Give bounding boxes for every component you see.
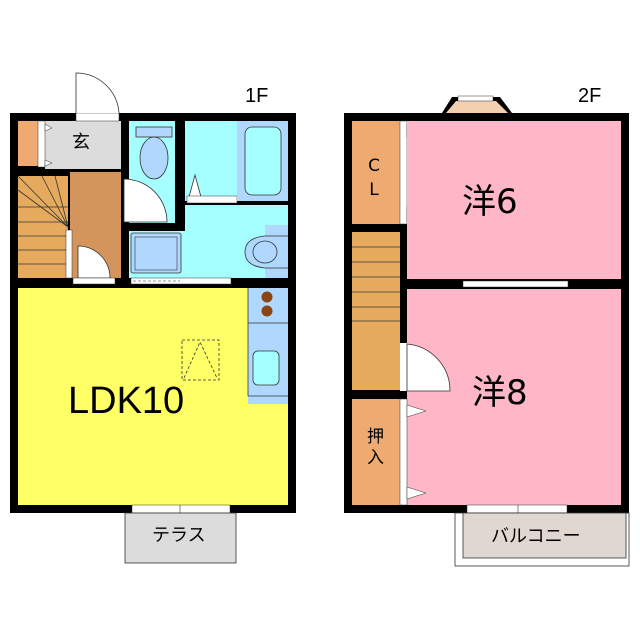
bay-window (446, 101, 508, 113)
laundry-sliding-door[interactable] (130, 277, 232, 285)
room-western-6 (407, 121, 621, 279)
terrace-window[interactable] (131, 504, 231, 514)
fridge-space (181, 339, 220, 381)
stairs-1f (18, 176, 68, 278)
stairs-lines (17, 175, 69, 265)
floor-label-1f: 1F (245, 85, 269, 107)
room-western-8 (407, 289, 621, 505)
entry-door-frame (75, 112, 120, 122)
washroom-sliding-door[interactable] (186, 195, 238, 204)
room-entrance (45, 121, 121, 169)
toilet-door[interactable] (123, 178, 168, 223)
partition-sliding-door[interactable] (462, 280, 569, 288)
washing-machine-inner (134, 236, 178, 271)
label-terrace: テラス (152, 525, 206, 546)
sink-basin (252, 240, 278, 264)
balcony (462, 512, 627, 559)
label-western-8: 洋8 (472, 373, 528, 413)
hall-door[interactable] (77, 245, 111, 279)
shoe-storage-door[interactable] (37, 120, 46, 168)
entry-door[interactable] (75, 72, 120, 114)
stove-burner-icon (261, 305, 273, 317)
hall-opening (72, 277, 116, 285)
toilet-bowl (139, 136, 169, 180)
stair-door-frame-2f (400, 343, 407, 391)
oshiire (352, 399, 400, 505)
label-oshiire: 押入 (363, 427, 383, 469)
kitchen-sink (252, 350, 280, 386)
kitchen-counter (248, 288, 288, 404)
oshiire-door[interactable] (399, 398, 408, 506)
label-ldk: LDK10 (68, 380, 185, 422)
closet (352, 121, 400, 224)
floor-1f (10, 72, 296, 564)
label-western-6: 洋6 (462, 182, 518, 222)
bathtub (244, 126, 282, 196)
room-ldk (18, 288, 288, 505)
stairs-2f (352, 232, 400, 390)
floor-label-2f: 2F (578, 85, 602, 107)
balcony-window[interactable] (466, 504, 568, 514)
stove-burner-icon (261, 291, 273, 303)
label-closet: CL (364, 156, 384, 204)
toilet-tank (135, 126, 173, 138)
floor-2f (344, 95, 630, 567)
label-balcony: バルコニー (491, 526, 581, 547)
label-entrance: 玄 (72, 132, 90, 153)
room-8-door[interactable] (406, 343, 451, 392)
terrace (124, 512, 237, 564)
shoe-storage (18, 121, 38, 166)
closet-door[interactable] (399, 120, 408, 225)
stair-door-frame (65, 229, 73, 279)
